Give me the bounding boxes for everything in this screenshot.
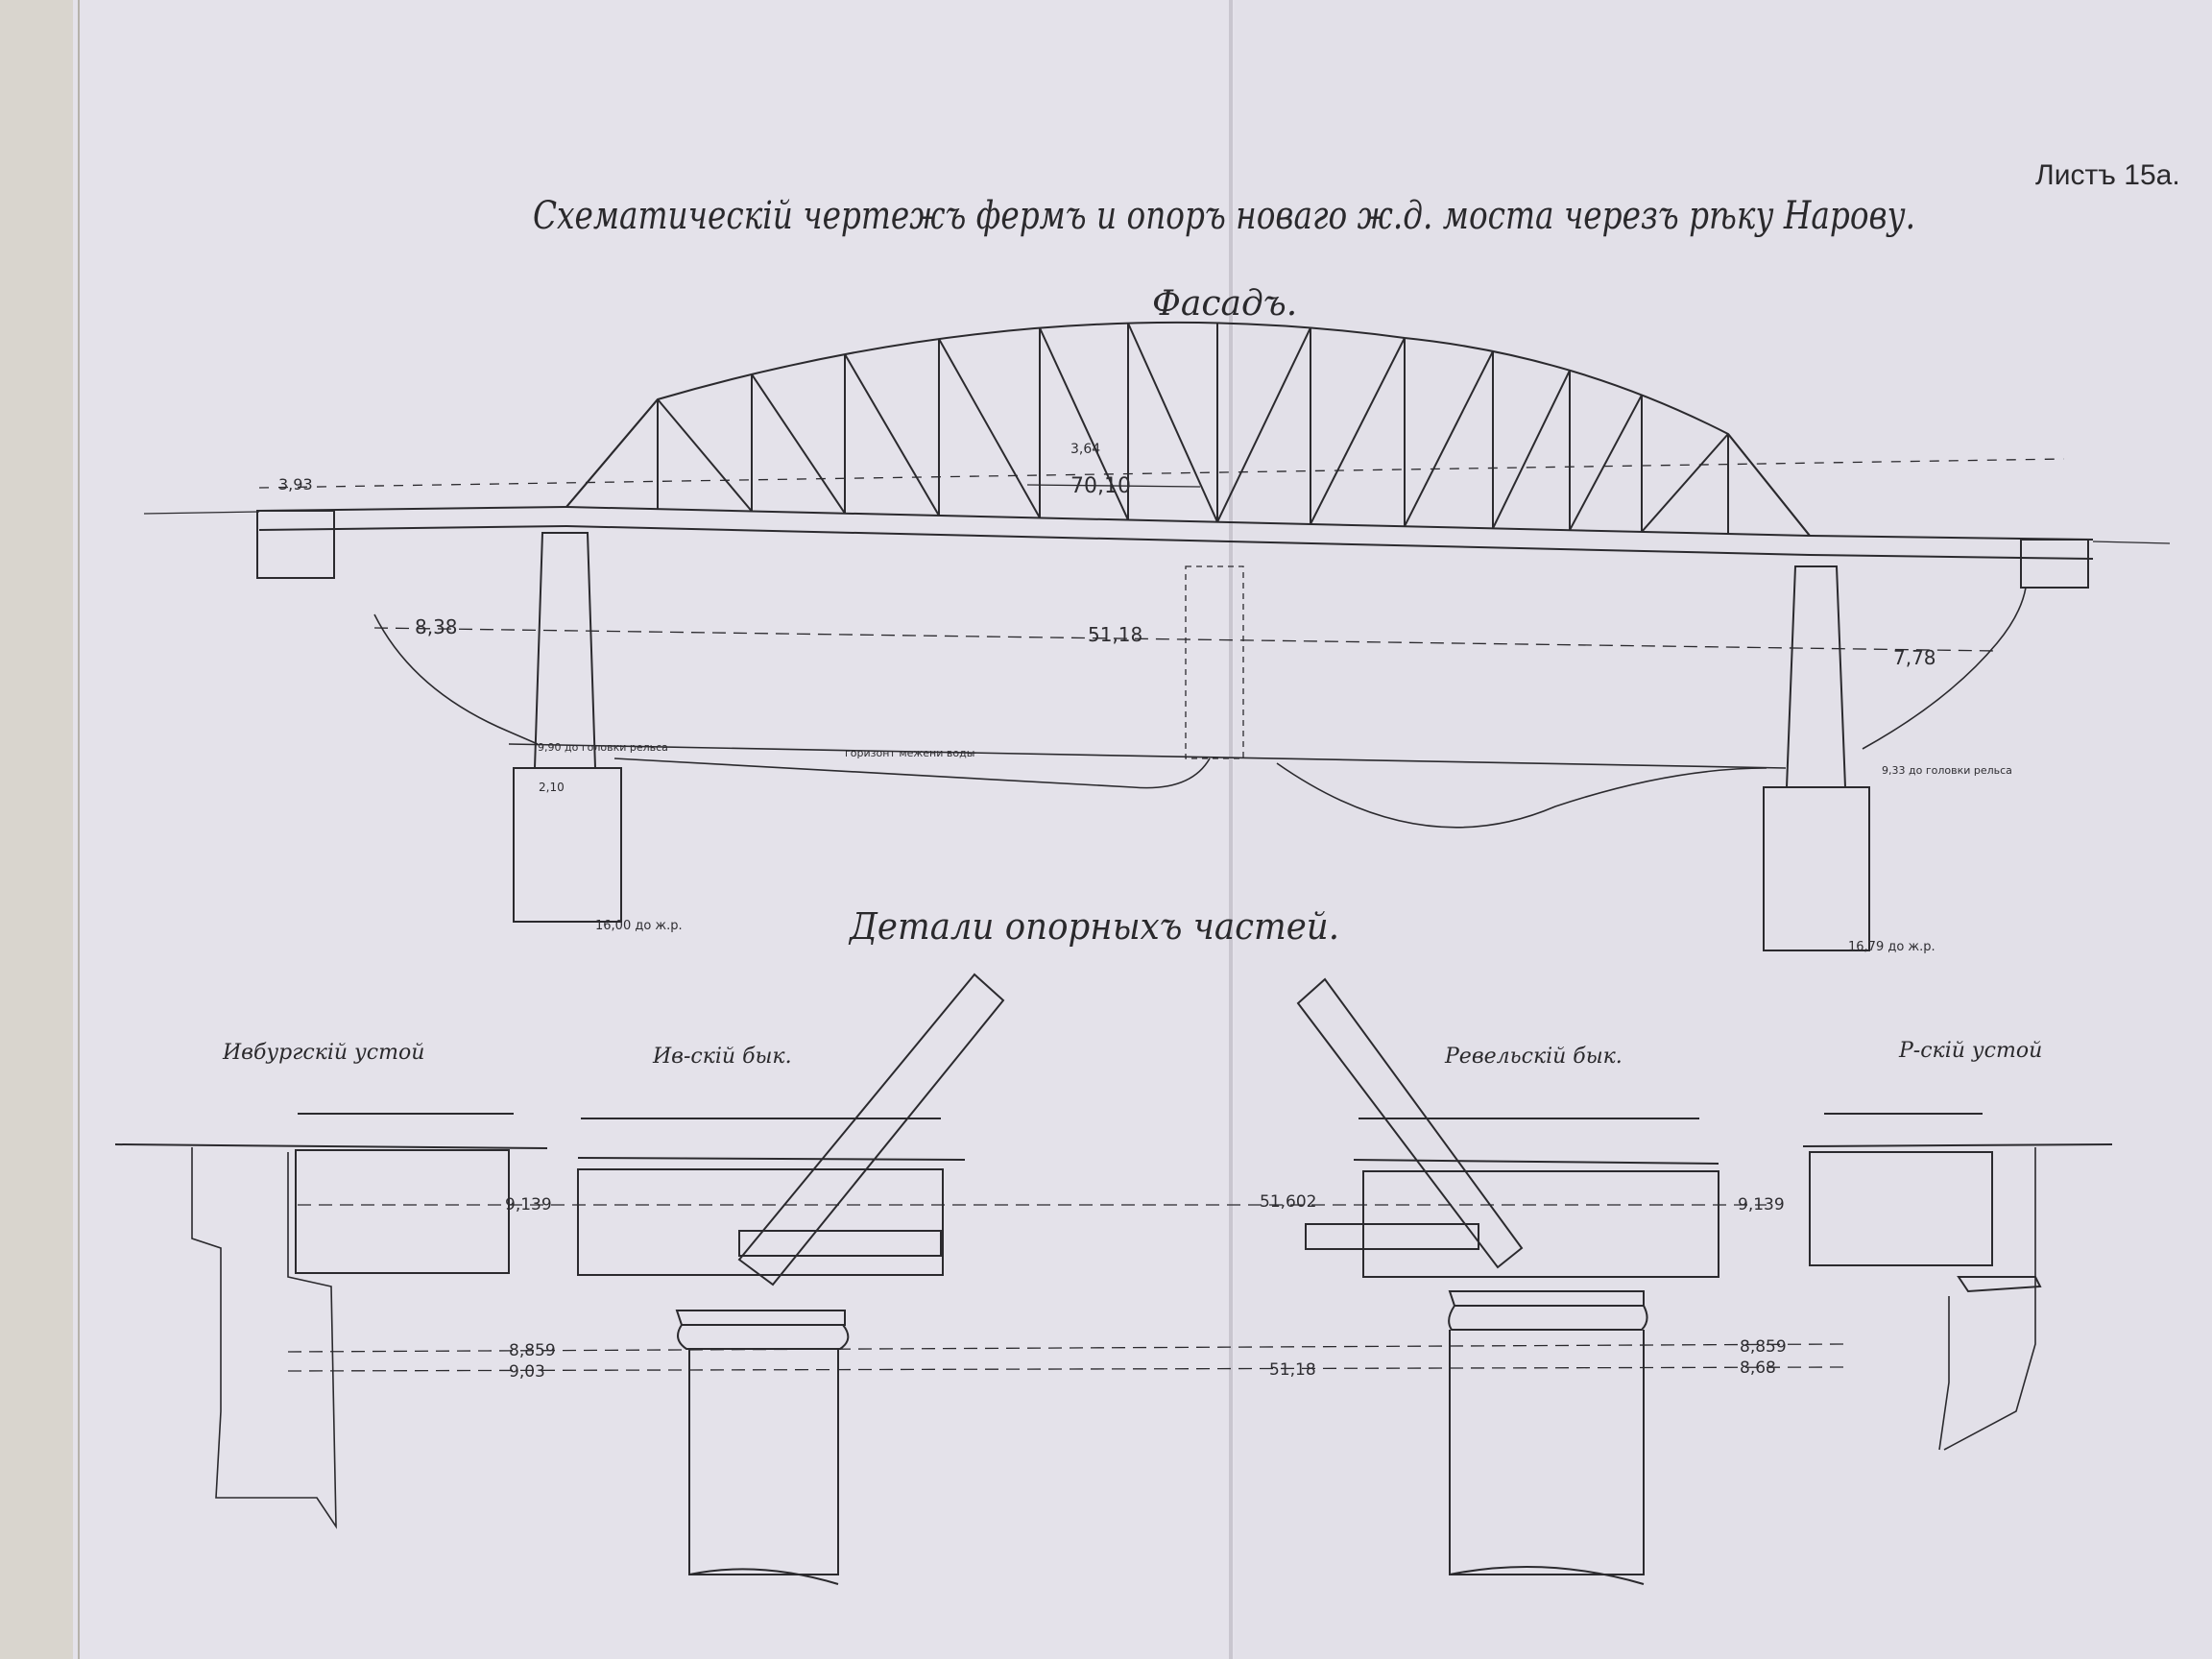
- label-right-abutment: Р-скій устой: [1898, 1039, 2042, 1063]
- piers: [513, 532, 1870, 951]
- truss-top-chord: [565, 321, 1811, 537]
- truss-diagonal: [1127, 323, 1218, 523]
- truss-diagonal: [751, 373, 846, 515]
- right-bank: [1862, 587, 2027, 750]
- water-level-line: [508, 743, 1787, 769]
- facade-dimension-lines: [258, 458, 2065, 652]
- inner-dimension-line: [1026, 484, 1201, 488]
- detail-right-abutment: [1802, 1113, 2113, 1451]
- detail-right-dist: 9,139: [1738, 1195, 1785, 1214]
- right-deck-bottom: [1809, 554, 2094, 560]
- right-pier-foundation: [1763, 786, 1870, 951]
- water-note: горизонт межени воды: [845, 747, 974, 759]
- right-rail-line: [2092, 541, 2171, 544]
- label-left-pier: Ив-скій бык.: [652, 1045, 792, 1069]
- left-page-stack: [0, 0, 86, 1659]
- facade-dimension-labels: 8,38 51,18 7,78 70,10 3,64 3,93 16,00 до…: [278, 442, 2012, 954]
- left-deck-bottom: [258, 525, 567, 531]
- truss-end-post: [1727, 433, 1811, 537]
- panel-dim: 3,64: [1070, 442, 1100, 457]
- river-bed-right: [1276, 762, 1767, 829]
- truss-diagonal: [1216, 326, 1311, 523]
- sheet-label: Листъ 15а.: [2035, 159, 2180, 191]
- truss-diagonal: [1310, 337, 1406, 525]
- left-span-dim: 8,38: [415, 615, 458, 638]
- approach-dimension-line: [258, 458, 2065, 489]
- truss-diagonal: [938, 338, 1041, 518]
- label-left-abutment: Ивбургскій устой: [222, 1041, 424, 1065]
- right-span-dim: 7,78: [1893, 646, 1936, 669]
- truss-end-post: [565, 398, 659, 508]
- truss-inner-dim: 70,10: [1070, 474, 1131, 498]
- detail-lower-left-1: 8,859: [509, 1341, 556, 1360]
- left-pier-foundation: [513, 767, 622, 923]
- detail-dimension-labels: 9,139 51,602 9,139 8,859 9,03 51,18 8,85…: [505, 1192, 1787, 1382]
- truss-diagonal: [657, 398, 753, 513]
- detail-right-pier: [1296, 977, 1719, 1585]
- detail-lower-right-1: 8,859: [1740, 1337, 1787, 1357]
- truss-bottom-chord-upper: [565, 506, 1811, 537]
- truss-diagonal: [844, 353, 940, 517]
- span-dimension-line: [373, 627, 1998, 652]
- rail-level-right: 9,33 до головки рельса: [1882, 764, 2012, 777]
- detail-lower-left-2: 9,03: [509, 1362, 545, 1382]
- truss-diagonal: [1641, 433, 1729, 533]
- detail-left-abutment: [114, 1113, 548, 1529]
- truss-elevation: [565, 321, 1811, 556]
- detail-lower-center: 51,18: [1269, 1360, 1316, 1380]
- right-page: [1235, 0, 2212, 1659]
- truss-diagonal: [1404, 350, 1494, 527]
- approach-decks: [143, 506, 2171, 589]
- left-depth-dim: 16,00 до ж.р.: [595, 919, 683, 933]
- right-depth-dim: 16,79 до ж.р.: [1848, 940, 1936, 954]
- left-rail-line: [143, 511, 260, 515]
- pier-width-dim: 2,10: [539, 781, 565, 794]
- ground-profile: [373, 587, 2027, 829]
- detail-center-dist: 51,602: [1260, 1192, 1316, 1212]
- drawing-title: Схематическій чертежъ фермъ и опоръ нова…: [533, 194, 1915, 238]
- left-bank: [373, 613, 539, 745]
- truss-diagonal: [1569, 394, 1643, 531]
- left-page: [73, 0, 1235, 1659]
- center-shore-falsework: [1185, 565, 1244, 759]
- detail-dimension-lines: [287, 1204, 1844, 1372]
- truss-diagonal: [1492, 370, 1571, 529]
- main-span-dim: 51,18: [1088, 623, 1142, 646]
- facade-heading: Фасадъ.: [1152, 284, 1297, 324]
- detail-labels: Ивбургскій устой Ив-скій бык. Ревельскій…: [222, 1039, 2042, 1069]
- truss-bottom-chord-lower: [565, 525, 1811, 556]
- details-heading: Детали опорныхъ частей.: [848, 905, 1339, 948]
- bearing-details: [114, 973, 2113, 1585]
- rail-level-left: 9,90 до головки рельса: [538, 741, 668, 754]
- detail-left-dist: 9,139: [505, 1195, 552, 1214]
- truss-diagonal: [1039, 327, 1129, 520]
- detail-lower-right-2: 8,68: [1740, 1358, 1776, 1378]
- river-bed-left: [613, 757, 1211, 789]
- right-abutment-block: [2020, 539, 2089, 589]
- left-abutment-block: [256, 510, 335, 579]
- left-approach-dim: 3,93: [278, 475, 313, 493]
- truss-diagonals: [565, 323, 1811, 537]
- label-right-pier: Ревельскій бык.: [1444, 1045, 1623, 1069]
- truss-verticals: [657, 323, 1729, 535]
